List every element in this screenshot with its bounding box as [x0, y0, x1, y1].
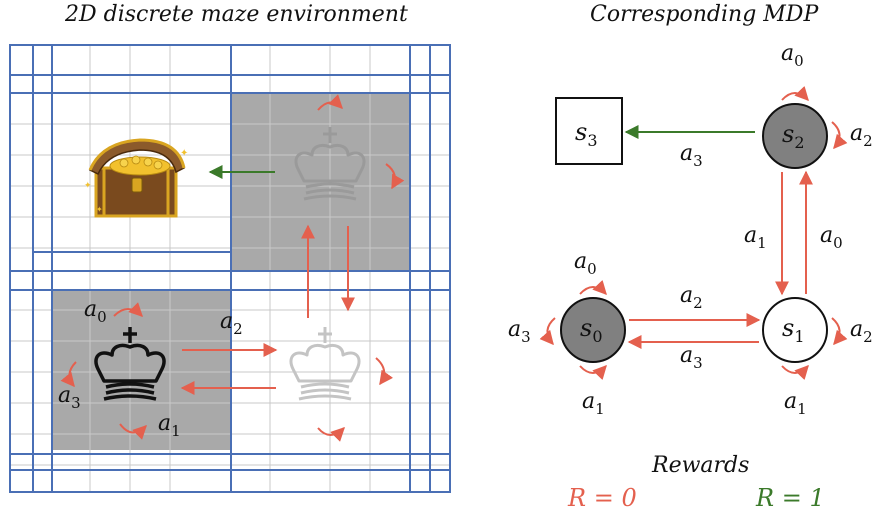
- king-black-icon: [94, 327, 166, 401]
- loop-s0-a0: [579, 280, 607, 296]
- shaded-cell-bottom-left: [52, 290, 231, 450]
- maze-title: 2D discrete maze environment: [65, 2, 408, 27]
- maze-label-a3: a3: [58, 383, 81, 412]
- loop-s2-a2: [831, 121, 848, 150]
- reward-one-label: R = 1: [755, 484, 825, 512]
- reward-zero-label: R = 0: [567, 484, 637, 512]
- loop-ghost-top: [317, 94, 343, 111]
- maze-walls: [9, 44, 451, 493]
- state-s2-node: [762, 103, 828, 169]
- rewards-title: Rewards: [651, 453, 749, 478]
- loop-black-top: [113, 302, 143, 317]
- king-light-icon: [289, 327, 361, 401]
- treasure-chest-icon: ✦ ✦ ✦: [84, 138, 188, 218]
- state-s0-label: s0: [580, 314, 603, 346]
- loop-light-right: [375, 357, 394, 386]
- label-s0-s1-a2: a2: [680, 283, 703, 312]
- loop-s1-a2: [831, 317, 848, 346]
- label-s0-a3: a3: [508, 317, 531, 346]
- label-s2-a0: a0: [781, 41, 804, 70]
- svg-text:✦: ✦: [84, 180, 92, 190]
- mdp-title: Corresponding MDP: [590, 2, 819, 27]
- maze-label-a1: a1: [158, 411, 181, 440]
- loop-s2-a0: [781, 86, 809, 102]
- loop-s0-a1: [579, 364, 607, 380]
- loop-ghost-right: [385, 163, 405, 190]
- label-s1-s0-a3: a3: [680, 343, 703, 372]
- svg-text:✦: ✦: [96, 205, 103, 214]
- label-s1-a2: a2: [850, 317, 873, 346]
- label-s0-a1: a1: [582, 389, 605, 418]
- state-s0-node: [560, 297, 626, 363]
- state-s3-label: s3: [575, 118, 598, 150]
- loop-s0-a3: [539, 317, 556, 346]
- loop-black-bottom: [119, 423, 147, 440]
- state-s3-node: [555, 97, 623, 165]
- label-s2-a2: a2: [850, 121, 873, 150]
- state-s2-label: s2: [782, 120, 805, 152]
- label-s0-a0: a0: [574, 249, 597, 278]
- label-s2-s3-a3: a3: [680, 141, 703, 170]
- loop-s1-a1: [781, 364, 809, 380]
- maze-label-a2: a2: [220, 309, 243, 338]
- state-s1-node: [762, 297, 828, 363]
- label-s2-s1-a1: a1: [744, 223, 767, 252]
- label-s1-a1: a1: [784, 389, 807, 418]
- mdp-graph: s3 s2 s0 s1 a0 a2 a3 a1 a0 a0 a2 a3 a: [508, 41, 873, 512]
- maze: ✦ ✦ ✦: [9, 44, 451, 493]
- loop-black-left: [60, 361, 77, 388]
- loop-light-bottom: [317, 427, 345, 442]
- svg-text:✦: ✦: [180, 148, 188, 159]
- maze-label-a0: a0: [84, 297, 107, 326]
- label-s1-s2-a0: a0: [820, 223, 843, 252]
- king-ghost-icon: [294, 127, 366, 201]
- state-s1-label: s1: [782, 314, 805, 346]
